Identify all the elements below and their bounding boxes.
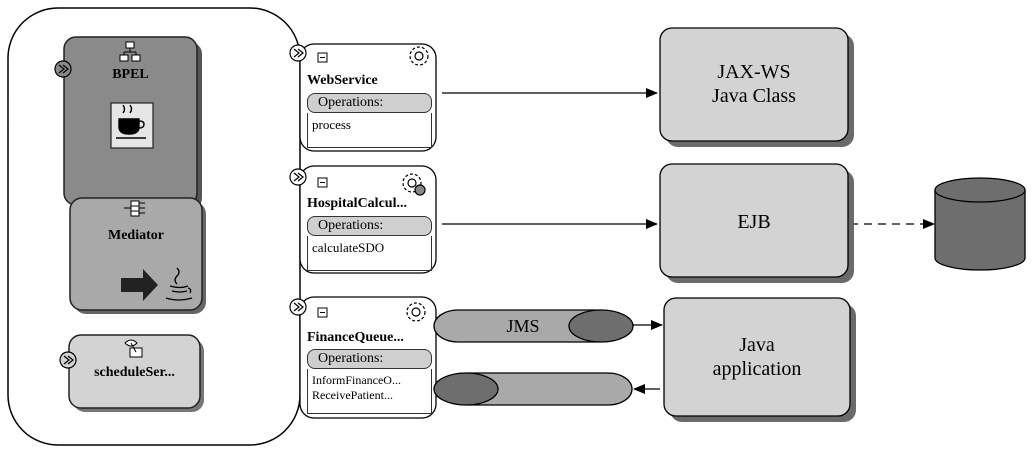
operation-item[interactable]: ReceivePatient... [312,388,393,402]
mediator-label: Mediator [108,228,164,243]
schedule-label: scheduleSer... [94,365,175,380]
operations-list: InformFinanceO... ReceivePatient... [307,369,432,414]
operations-list: calculateSDO [307,236,432,271]
ejb-box[interactable] [659,163,849,278]
hospitalcalc-title: HospitalCalcul... [307,196,407,211]
operation-item[interactable]: calculateSDO [312,240,385,255]
collapse-icons [317,52,328,318]
jms-label: JMS [506,316,540,336]
business-rule-icon [124,339,143,358]
database-cylinder [934,177,1026,271]
operations-header: Operations: [307,93,432,113]
gear-icons [402,46,429,322]
jaxws-line2: Java Class [712,85,796,107]
jaxws-label: JAX-WS Java Class [660,60,848,108]
jaxws-line1: JAX-WS [717,61,791,83]
operations-list: process [307,113,432,148]
java-app-line1: Java [739,334,775,356]
jms-queue-inbound [433,372,633,406]
schedule-component[interactable] [68,334,201,409]
java-app-line2: application [712,358,802,380]
operation-item[interactable]: process [312,117,351,132]
mediator-component[interactable] [69,197,203,311]
webservice-operations: Operations: process [307,93,432,148]
service-port-icons [289,44,307,316]
financequeue-operations: Operations: InformFinanceO... ReceivePat… [307,349,432,414]
financequeue-title: FinanceQueue... [307,330,404,345]
jaxws-box[interactable] [659,27,849,142]
java-steam-icon [165,267,193,301]
mediator-arrow-icon [121,269,158,301]
webservice-title: WebService [307,73,378,88]
bpel-process-icon [119,41,141,62]
java-app-label: Java application [664,333,850,381]
java-application-box[interactable] [663,297,851,417]
operation-item[interactable]: InformFinanceO... [312,373,401,387]
operations-header: Operations: [307,216,432,236]
mediator-icon [124,200,145,217]
jms-queue-outbound [433,309,634,343]
hospitalcalc-operations: Operations: calculateSDO [307,216,432,271]
operations-header: Operations: [307,349,432,369]
ejb-label: EJB [737,211,771,233]
bpel-label: BPEL [112,67,149,82]
java-cup-glyph [116,104,146,139]
